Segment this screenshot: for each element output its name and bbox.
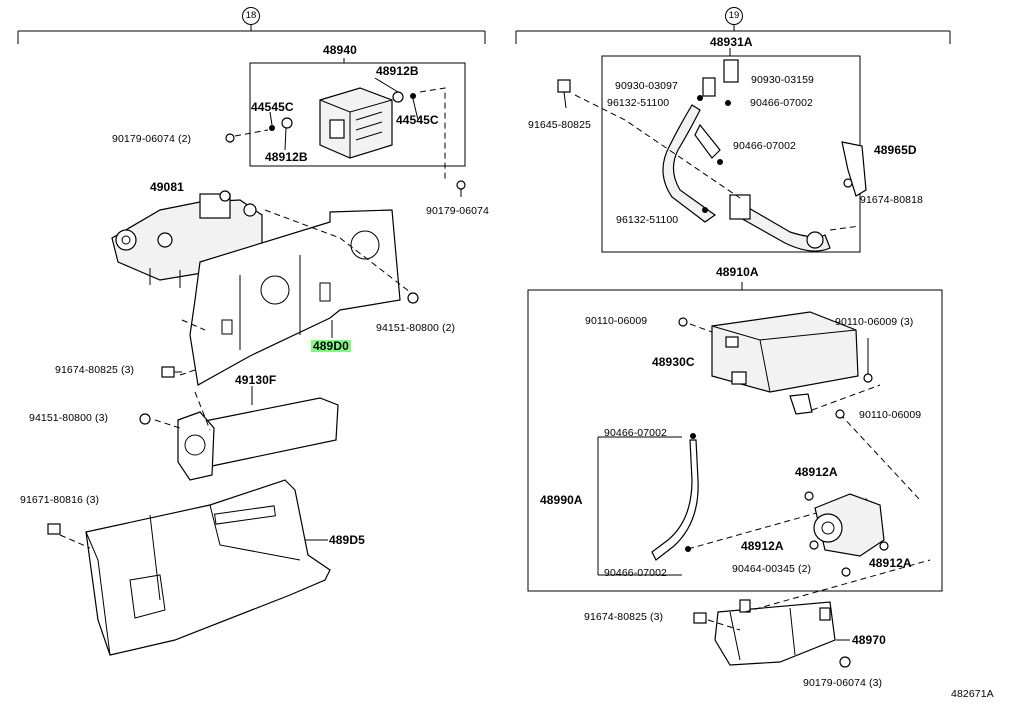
label-49130f[interactable]: 49130F <box>235 373 277 387</box>
label-48912b-top[interactable]: 48912B <box>376 64 419 78</box>
group-number-right: 19 <box>725 7 743 25</box>
label-49081[interactable]: 49081 <box>150 180 184 194</box>
bracket-489d0 <box>179 209 411 386</box>
group-bracket-left <box>17 24 486 44</box>
bolt-91671 <box>47 523 61 535</box>
group-number-left: 18 <box>242 7 260 25</box>
label-90464-00345-2[interactable]: 90464-00345 (2) <box>732 563 812 575</box>
label-90179-06074[interactable]: 90179-06074 <box>426 205 489 217</box>
bolt-90179-right <box>456 180 466 197</box>
label-90466-07002-b[interactable]: 90466-07002 <box>733 140 796 152</box>
label-48912a-mid[interactable]: 48912A <box>741 539 784 553</box>
label-96132-51100-bottom[interactable]: 96132-51100 <box>616 214 679 226</box>
label-94151-80800-2[interactable]: 94151-80800 (2) <box>376 322 456 334</box>
label-48912a-top[interactable]: 48912A <box>795 465 838 479</box>
bolt-90179-left <box>225 133 235 143</box>
bolt-91674-left <box>161 366 182 378</box>
label-94151-80800-3[interactable]: 94151-80800 (3) <box>29 412 109 424</box>
label-90930-03097[interactable]: 90930-03097 <box>615 80 678 92</box>
label-90179-06074-3[interactable]: 90179-06074 (3) <box>803 677 883 689</box>
bolt-91674-right <box>693 612 707 624</box>
box-48931a <box>574 48 861 253</box>
label-489d5[interactable]: 489D5 <box>329 533 365 547</box>
label-48965d[interactable]: 48965D <box>874 143 917 157</box>
label-48990a[interactable]: 48990A <box>540 493 583 507</box>
label-90930-03159[interactable]: 90930-03159 <box>751 74 814 86</box>
label-48912b-bottom[interactable]: 48912B <box>265 150 308 164</box>
box-48940 <box>234 58 466 180</box>
diagram-id: 482671A <box>951 688 994 700</box>
label-90466-07002-a[interactable]: 90466-07002 <box>750 97 813 109</box>
label-48912a-right[interactable]: 48912A <box>869 556 912 570</box>
nut-94151-2 <box>407 292 419 304</box>
label-90110-06009-3[interactable]: 90110-06009 (3) <box>835 316 914 328</box>
label-91674-80825-3-left[interactable]: 91674-80825 (3) <box>55 364 135 376</box>
label-48931a[interactable]: 48931A <box>710 35 753 49</box>
label-91671-80816-3[interactable]: 91671-80816 (3) <box>20 494 100 506</box>
label-90179-06074-2[interactable]: 90179-06074 (2) <box>112 133 192 145</box>
cover-489d5 <box>59 479 331 656</box>
label-90466-07002-d[interactable]: 90466-07002 <box>604 567 667 579</box>
label-96132-51100-top[interactable]: 96132-51100 <box>607 97 670 109</box>
label-44545c-left[interactable]: 44545C <box>251 100 294 114</box>
group-bracket-right <box>515 24 951 44</box>
nut-94151-3 <box>139 413 151 425</box>
label-91674-80818[interactable]: 91674-80818 <box>860 194 923 206</box>
label-44545c-right[interactable]: 44545C <box>396 113 439 127</box>
box-48910a <box>527 282 943 592</box>
label-48930c[interactable]: 48930C <box>652 355 695 369</box>
label-90466-07002-c[interactable]: 90466-07002 <box>604 427 667 439</box>
shield-49130f <box>154 386 339 481</box>
label-489d0[interactable]: 489D0 <box>311 339 351 353</box>
label-90110-06009-right[interactable]: 90110-06009 <box>859 409 922 421</box>
label-91645-80825[interactable]: 91645-80825 <box>528 119 591 131</box>
label-48970[interactable]: 48970 <box>852 633 886 647</box>
label-90110-06009-left[interactable]: 90110-06009 <box>585 315 648 327</box>
bracket-48970 <box>707 559 931 666</box>
bracket-48965d <box>841 141 867 197</box>
bolt-90179-3 <box>839 656 851 668</box>
label-48910a[interactable]: 48910A <box>716 265 759 279</box>
label-48940[interactable]: 48940 <box>323 43 357 57</box>
label-91674-80825-3-right[interactable]: 91674-80825 (3) <box>584 611 664 623</box>
bolt-91645 <box>557 79 571 109</box>
